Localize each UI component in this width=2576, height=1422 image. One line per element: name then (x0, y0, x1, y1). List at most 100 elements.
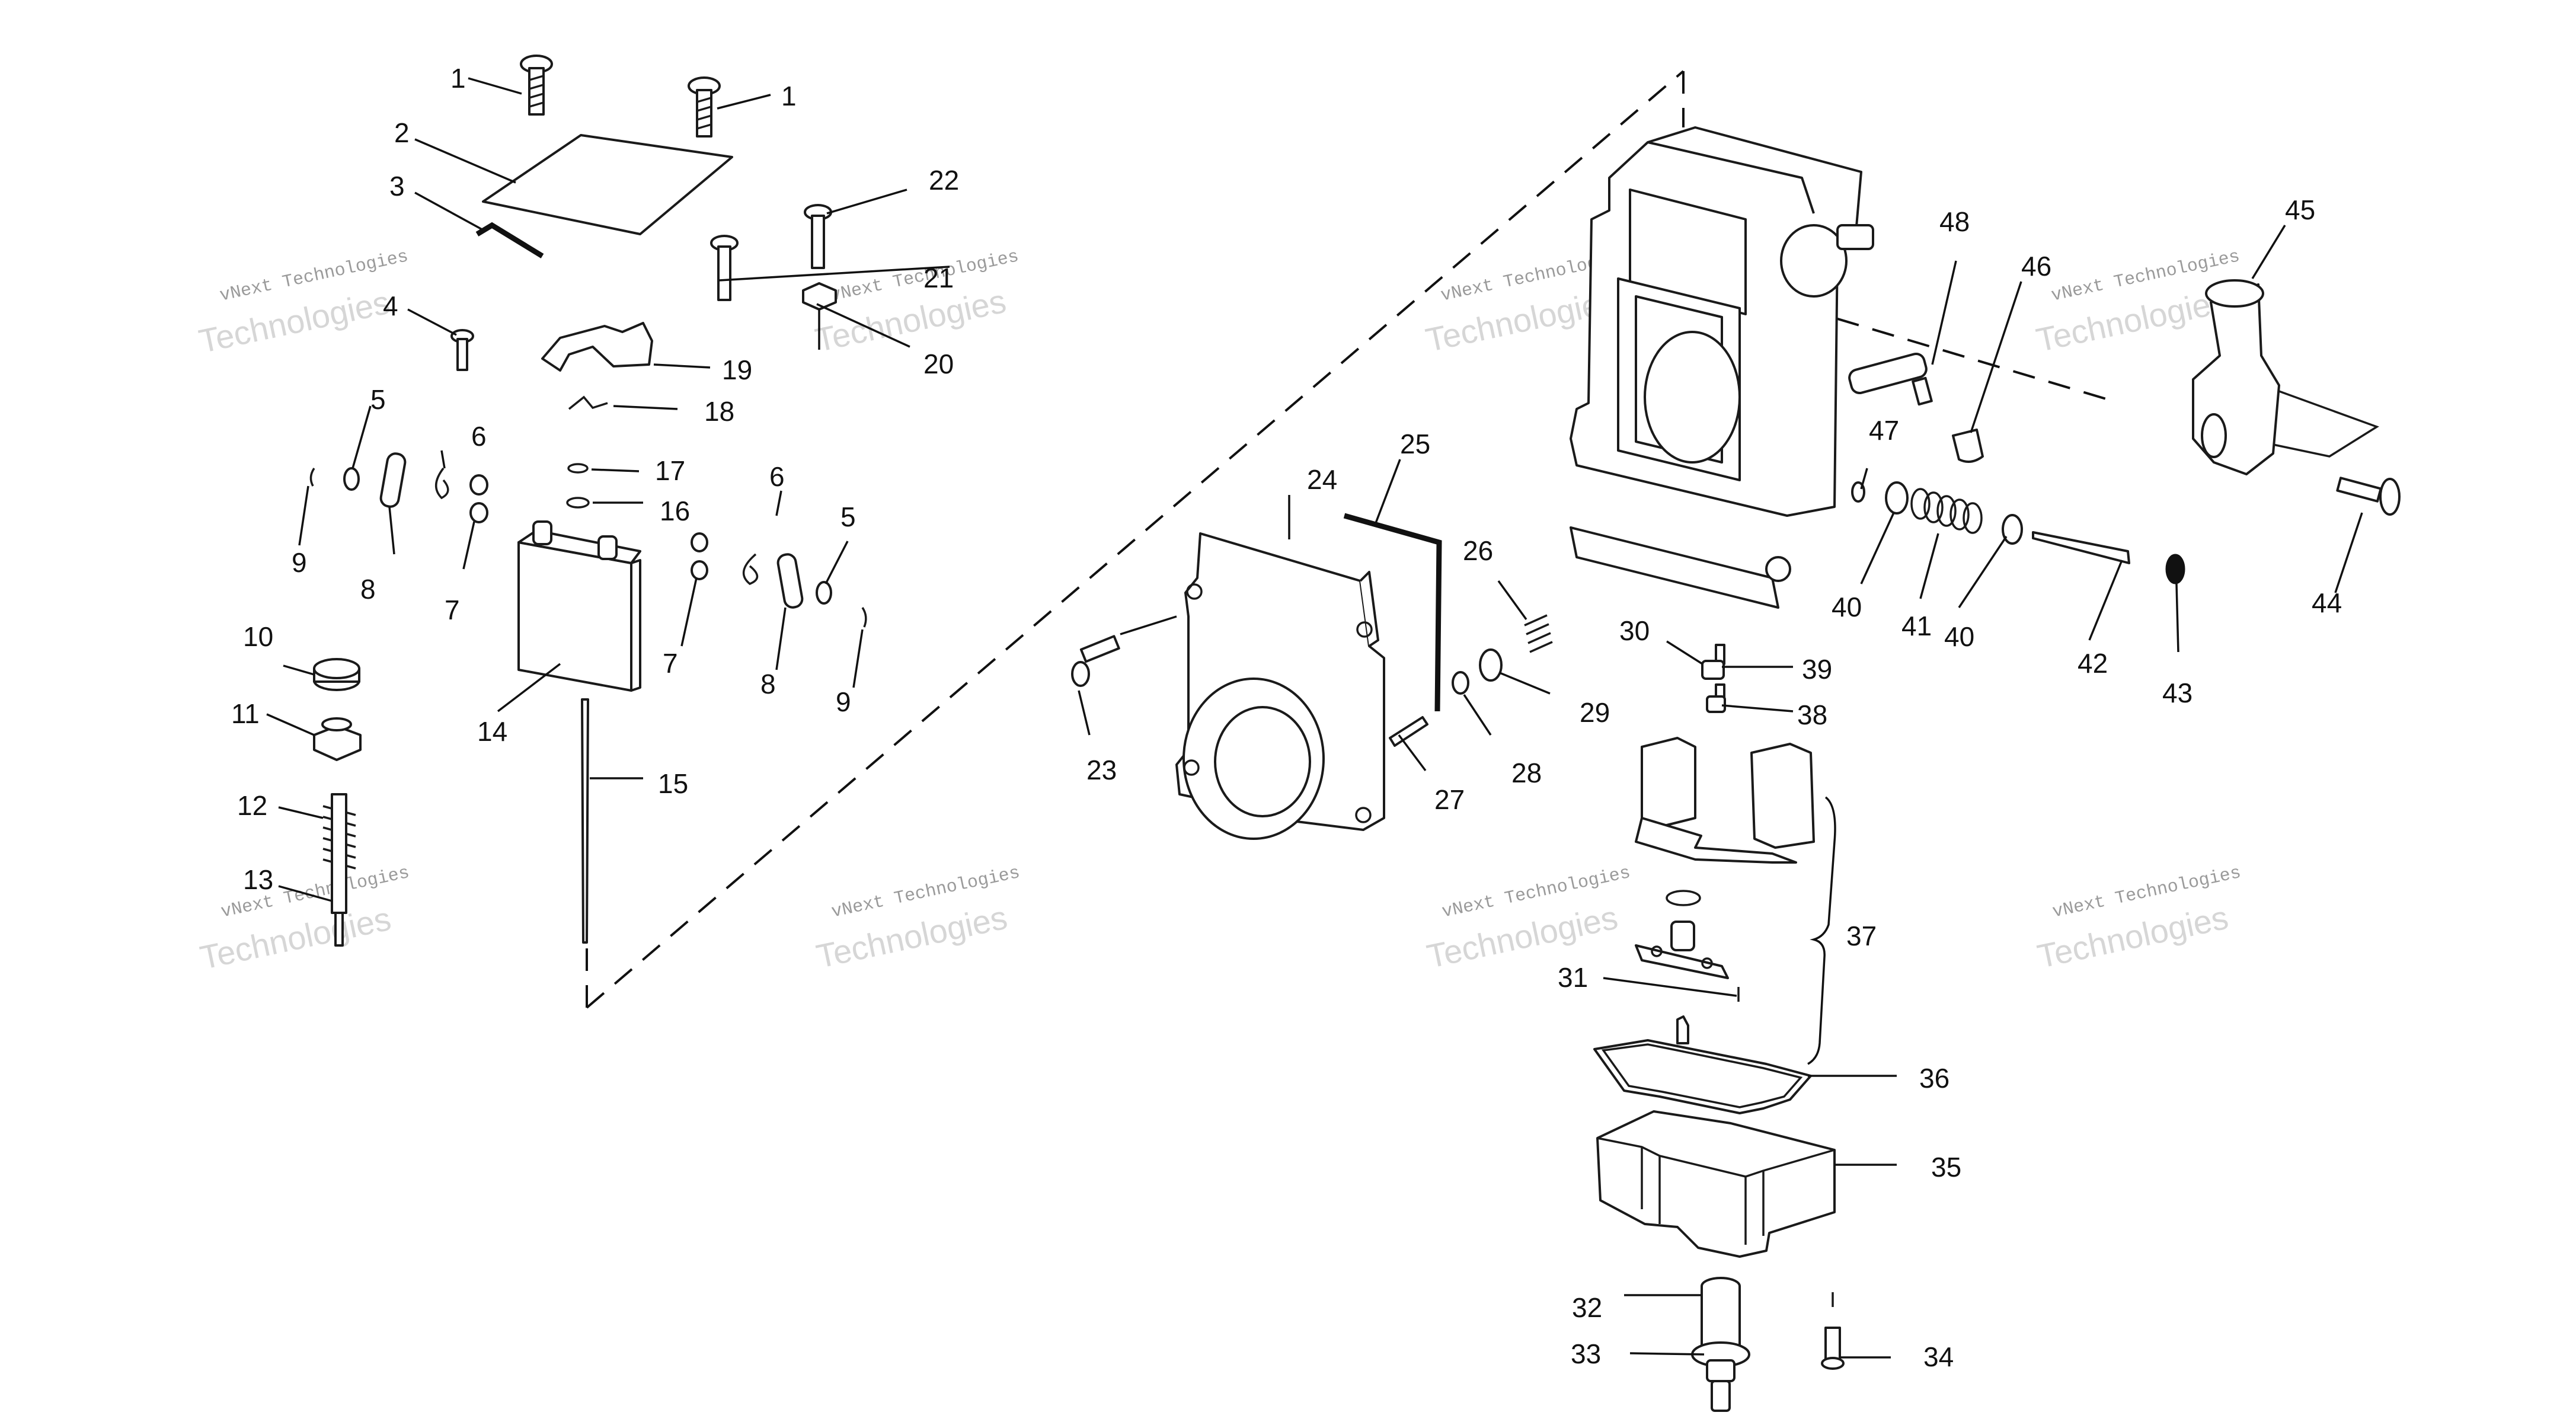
jet-part (1701, 644, 1725, 680)
callout-label: 8 (760, 669, 776, 699)
bushing-part (469, 502, 488, 523)
callout-label: 17 (655, 455, 685, 486)
callout-label: 29 (1580, 697, 1610, 728)
screw-part (710, 235, 739, 301)
callout-label: 13 (243, 864, 273, 895)
pilot-screw-part (1389, 716, 1428, 747)
callout-label: 30 (1619, 615, 1650, 646)
cap-part (1952, 429, 1984, 463)
cap-part (313, 658, 360, 691)
rubber-cap-part (2165, 554, 2185, 584)
callout-label: 47 (1869, 415, 1899, 446)
callout-label: 5 (840, 501, 856, 532)
washer-part (1479, 648, 1503, 682)
screw-part (520, 55, 553, 116)
spring-clip-part (742, 553, 759, 586)
callout-label: 9 (836, 686, 851, 717)
e-clip-part (861, 607, 867, 628)
main-jet-part (1691, 1277, 1750, 1412)
callout-label: 2 (394, 117, 410, 148)
callout-label: 36 (1919, 1063, 1949, 1094)
callout-label: 7 (663, 648, 678, 679)
callout-label: 1 (450, 63, 466, 94)
callout-label: 15 (658, 768, 688, 799)
o-ring-part (566, 497, 590, 509)
screw-part (1071, 635, 1120, 687)
o-ring-part (567, 463, 589, 474)
callout-label: 23 (1086, 755, 1117, 785)
callout-label: 40 (1832, 592, 1862, 622)
callout-label: 11 (231, 698, 260, 729)
bushing-part (469, 474, 488, 496)
callout-label: 41 (1901, 611, 1932, 641)
bushing-part (691, 560, 708, 580)
assembly-guide-lines (586, 70, 2111, 1009)
washer-part (343, 467, 360, 491)
callout-label: 6 (471, 421, 487, 452)
callout-label: 7 (445, 595, 460, 625)
callout-label: 3 (389, 171, 405, 202)
callout-label: 18 (704, 396, 734, 427)
watermark: Technologies vNext Technologies (813, 863, 1022, 975)
callout-label: 39 (1802, 654, 1832, 685)
callout-label: 8 (360, 574, 376, 605)
callout-label: 42 (2078, 648, 2108, 679)
clip-part (568, 395, 608, 410)
watermark: Technologies vNext Technologies (812, 247, 1021, 359)
gasket-part (475, 222, 544, 258)
choke-lever-part (2192, 279, 2379, 475)
callout-label: 5 (370, 384, 386, 415)
callout-label: 40 (1944, 621, 1974, 652)
flange-plate-part (1175, 532, 1385, 840)
spring-part (1910, 488, 1983, 534)
needle-part (2032, 531, 2130, 564)
callout-label: 10 (243, 621, 273, 652)
bowl-gasket-inner (1601, 1043, 1803, 1108)
carburetor-body-parts (1570, 126, 2401, 1412)
fitting-part (1848, 353, 1933, 406)
callout-label: 27 (1434, 784, 1465, 815)
link-plate-part (776, 553, 804, 609)
callout-label: 34 (1923, 1341, 1954, 1372)
float-valve-part (1635, 890, 1729, 979)
callout-label: 46 (2021, 251, 2051, 282)
cover-plate-part (482, 134, 733, 235)
throttle-slide-part (517, 520, 641, 692)
intake-parts (1071, 513, 1553, 840)
callout-label: 45 (2285, 194, 2315, 225)
float-bowl-part (1596, 1110, 1836, 1258)
float-part (1635, 737, 1815, 864)
callout-label: 48 (1939, 206, 1970, 237)
bowl-gasket-part (1593, 1039, 1812, 1114)
callout-label: 32 (1572, 1292, 1602, 1323)
callout-label: 38 (1797, 699, 1827, 730)
callout-label: 33 (1571, 1338, 1601, 1369)
carburetor-body-part (1570, 126, 1874, 609)
needle-valve-part (1676, 1015, 1689, 1044)
callout-label: 14 (477, 716, 507, 747)
watermark: Technologies vNext Technologies (197, 863, 411, 976)
jet-needle-part (581, 698, 589, 944)
callout-label: 21 (923, 263, 954, 293)
callout-label: 25 (1400, 429, 1430, 459)
watermark: Technologies vNext Technologies (1424, 863, 1632, 975)
spring-part (1524, 614, 1553, 653)
link-plate-part (379, 452, 407, 508)
callout-label: 19 (722, 354, 752, 385)
screw-part (688, 76, 721, 138)
callout-label: 12 (237, 790, 267, 821)
bracket-part (541, 322, 653, 372)
callout-label: 37 (1846, 921, 1877, 951)
callout-label: 43 (2162, 678, 2193, 708)
callout-label: 22 (929, 165, 959, 196)
screw-part (804, 204, 832, 269)
callout-label: 9 (292, 547, 307, 578)
callout-label: 1 (781, 81, 797, 111)
washer-part (816, 581, 832, 605)
leader-lines (266, 77, 2363, 1359)
callout-label: 31 (1558, 962, 1588, 993)
washer-part (2002, 514, 2023, 545)
washer-part (1452, 671, 1469, 695)
screw-part (450, 329, 474, 371)
